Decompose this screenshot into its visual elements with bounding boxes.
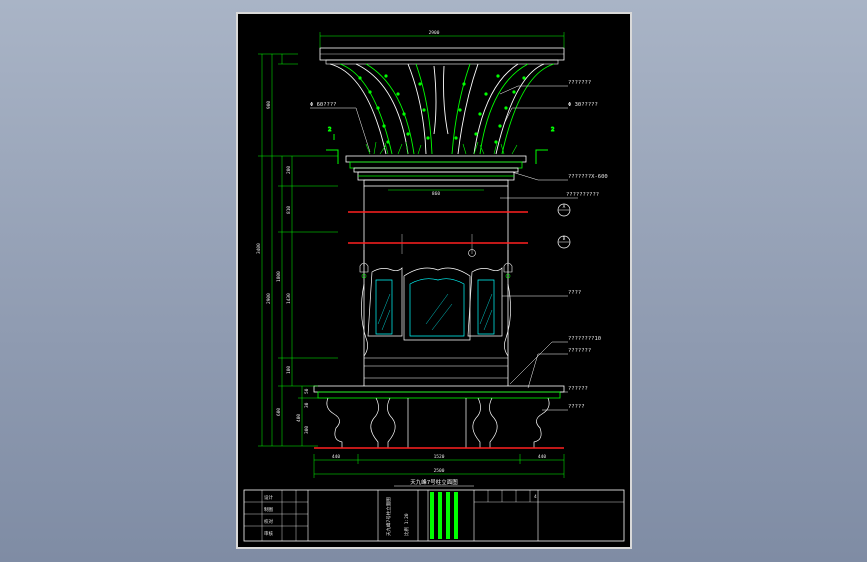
- dim-left-seg-g: 50: [304, 388, 310, 394]
- title-block-sheet-no: 4: [534, 494, 537, 500]
- section-mark-right: 2: [535, 127, 555, 164]
- base-pedestal: [326, 397, 550, 448]
- dim-left-v2: 2900: [266, 293, 272, 304]
- annotation-phi60: Φ 60????: [310, 102, 337, 108]
- drawing-title: 天九峰7号柱立面图: [410, 478, 458, 486]
- column-shaft: [363, 186, 509, 386]
- shaft-lower-lines: [364, 357, 508, 379]
- dim-left-seg-i: 300: [304, 426, 310, 434]
- annotation-base-slab: ???????: [568, 348, 591, 354]
- dim-left-v1: 900: [266, 101, 272, 109]
- title-block-reviewer: 审核: [264, 530, 273, 537]
- annotation-footing: ?????: [568, 404, 585, 410]
- axis-bubble-b-text: B: [563, 236, 566, 242]
- annotation-phi30: Φ 30?????: [568, 102, 598, 108]
- annotation-base-top: ????????10: [568, 336, 601, 342]
- dim-left-seg-e: 100: [286, 366, 292, 374]
- capital-brackets: [329, 63, 555, 155]
- dim-inner-width: 860: [388, 189, 484, 197]
- column-elevation-drawing: 2900 2 2: [243, 30, 625, 542]
- dim-base-right: 440: [538, 454, 546, 460]
- base-slab: [313, 385, 565, 399]
- dim-inner-width-text: 860: [432, 191, 440, 197]
- capital-top-slab: [319, 47, 565, 65]
- dim-left-seg-f: 600: [276, 408, 282, 416]
- dim-left-total: 3400: [256, 243, 262, 254]
- dim-left-seg-h: 30: [304, 402, 310, 408]
- title-block: [243, 489, 625, 542]
- dim-left-seg-c: 1800: [276, 271, 282, 282]
- annotation-pedestal: ??????: [568, 386, 588, 392]
- annotation-cornice: ???????X-600: [568, 174, 608, 180]
- title-block-scale: 比例 1:20: [403, 513, 410, 536]
- dim-left-seg-b: 810: [286, 206, 292, 214]
- annotation-leaders: [310, 85, 578, 411]
- lantern-left: [359, 250, 369, 279]
- axis-bubble-b: B: [557, 235, 571, 249]
- title-block-col1: 设计 制图 校对 审核: [264, 494, 273, 537]
- axis-bubble-a: A: [557, 203, 571, 217]
- section-mark-right-text: 2: [551, 127, 554, 133]
- dim-base-left: 440: [332, 454, 340, 460]
- title-block-checker: 校对: [264, 518, 273, 525]
- drawing-sheet: 2900 2 2: [236, 12, 632, 549]
- dim-left-v3: 400: [296, 414, 302, 422]
- planter-plants: [365, 141, 518, 155]
- title-block-drawing-name: 天九峰7号柱立面图: [385, 497, 392, 536]
- title-block-designer: 设计: [264, 494, 273, 501]
- glass-panel-right: [467, 267, 511, 357]
- dim-base: [313, 454, 565, 478]
- axis-bubble-a-text: A: [563, 204, 566, 210]
- left-dimension-texts: 3400 900 2900 400 200 810 1800 1430 100 …: [256, 101, 310, 434]
- section-mark-left-text: 2: [328, 127, 331, 133]
- dim-top-width-text: 2900: [429, 30, 440, 36]
- left-dimension-chains: [258, 53, 338, 447]
- annotation-glass: ????: [568, 290, 581, 296]
- annotation-shaft-top: ??????????: [566, 192, 599, 198]
- dim-base-total: 2500: [434, 468, 445, 474]
- dim-left-seg-d: 1430: [286, 293, 292, 304]
- dim-base-center: 1520: [434, 454, 445, 460]
- planter-cornice: [345, 155, 527, 187]
- title-block-drafter: 制图: [264, 506, 273, 513]
- dim-left-seg-a: 200: [286, 166, 292, 174]
- glass-panel-center: [403, 267, 471, 341]
- bracket-rivets: [358, 74, 526, 144]
- glass-panel-left: [361, 267, 403, 357]
- dim-top-width: 2900: [319, 30, 565, 48]
- section-mark-left: 2: [326, 127, 339, 164]
- annotation-bracket: ???????: [568, 80, 591, 86]
- lantern-right: [468, 249, 513, 279]
